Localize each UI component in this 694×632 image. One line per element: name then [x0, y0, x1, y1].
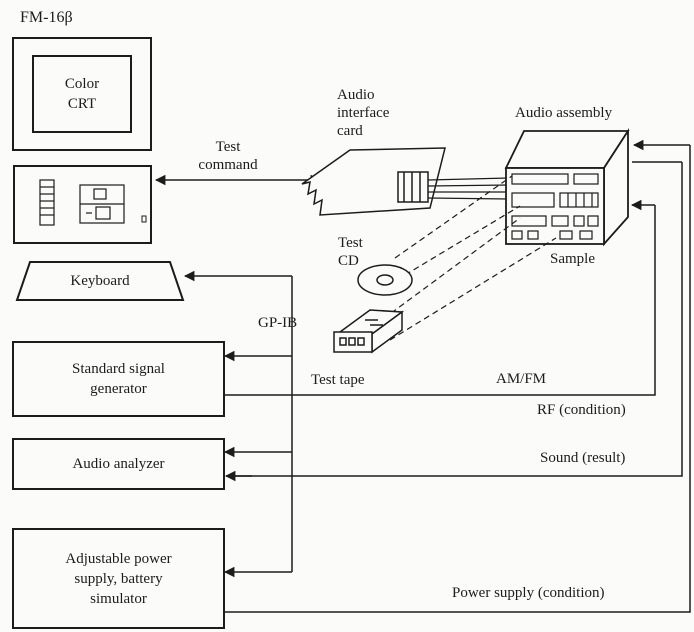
interface-cable: [427, 177, 511, 200]
gpib-bus: [183, 270, 293, 578]
power-supply-condition-label: Power supply (condition): [452, 585, 605, 601]
interface-card: [301, 147, 446, 216]
computer-model-label: FM-16β: [20, 9, 73, 26]
am-fm-label: AM/FM: [496, 371, 547, 387]
keyboard-shape: [15, 261, 185, 301]
test-cd-label: Test CD: [338, 235, 363, 269]
gpib-label: GP-IB: [258, 315, 298, 331]
drive-panel-icon: [79, 184, 125, 224]
crt-monitor: Color CRT: [12, 37, 152, 151]
sample-label: Sample: [550, 251, 595, 267]
audio-assembly-unit: [504, 127, 630, 247]
test-cd-icon: [357, 264, 413, 296]
standard-signal-generator-box: Standard signal generator: [12, 341, 225, 417]
rf-signal-line: [224, 199, 656, 396]
media-dashed-links: [374, 175, 557, 341]
interface-card-label: Audio interface card: [337, 87, 390, 139]
disk-slot-icon: [39, 179, 55, 226]
audio-analyzer-box: Audio analyzer: [12, 438, 225, 490]
test-tape-icon: [333, 309, 405, 354]
test-command-label: Test command: [198, 139, 258, 173]
power-line: [224, 139, 691, 613]
power-led-icon: [141, 215, 147, 223]
computer-unit: [13, 165, 152, 244]
audio-assembly-label: Audio assembly: [515, 105, 613, 121]
sound-result-line: [224, 161, 683, 482]
keyboard-label: Keyboard: [70, 273, 130, 289]
test-tape-label: Test tape: [311, 372, 365, 388]
crt-screen: Color CRT: [32, 55, 132, 133]
rf-condition-label: RF (condition): [537, 402, 626, 418]
sound-result-label: Sound (result): [540, 450, 626, 466]
power-supply-simulator-box: Adjustable power supply, battery simulat…: [12, 528, 225, 629]
